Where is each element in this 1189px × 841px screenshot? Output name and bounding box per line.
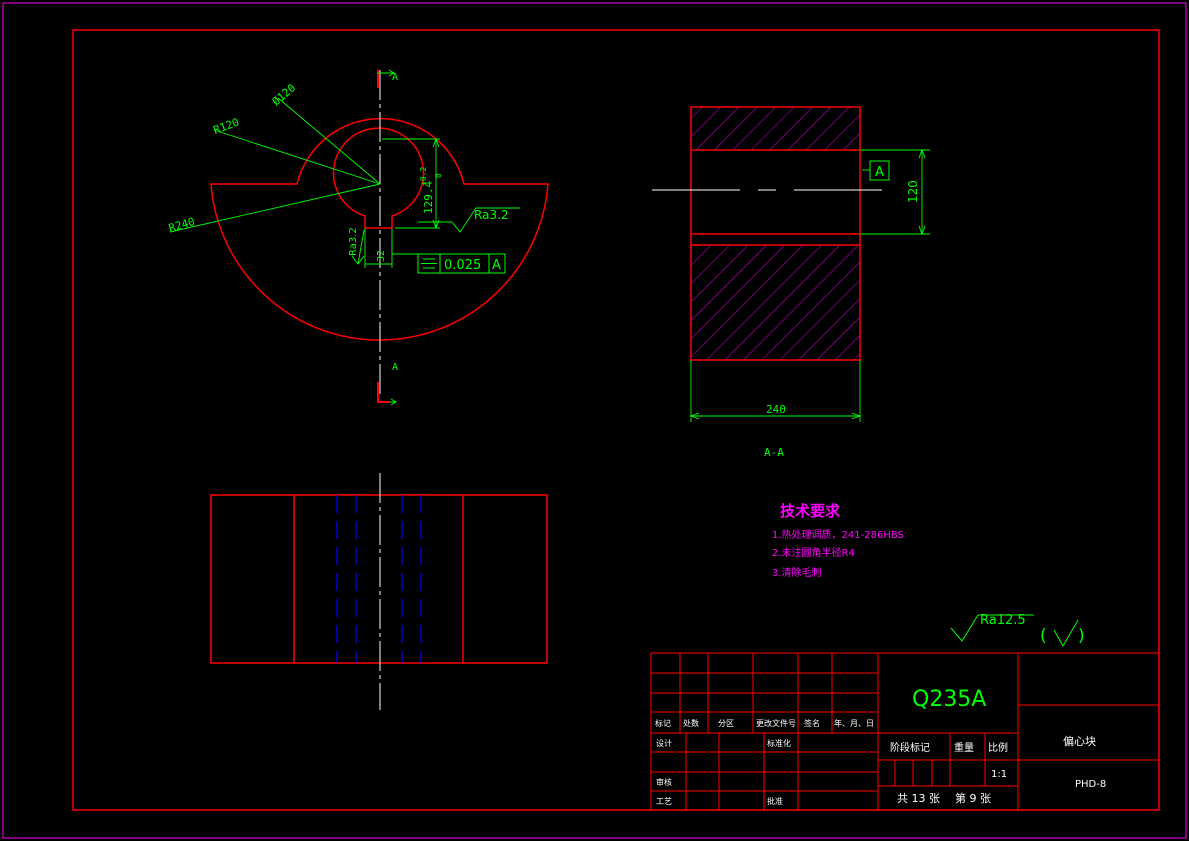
- top-view: [210, 473, 548, 710]
- front-view-keyway-bore: [332, 127, 425, 229]
- symmetry-icon: [421, 258, 437, 269]
- general-roughness: Ra12.5 ( ): [950, 613, 1085, 648]
- roughness-paren-open: (: [1040, 626, 1047, 646]
- section-label-bottom: A: [392, 362, 398, 373]
- symmetry-tolerance-frame: [417, 253, 506, 274]
- tb-sheet-no: 第 9 张: [955, 791, 991, 805]
- tb-process: 工艺: [656, 797, 672, 806]
- tb-weight: 重量: [954, 741, 974, 754]
- tb-designer: 设计: [656, 738, 672, 748]
- title-block: [650, 652, 1160, 811]
- roughness-check-icon: [1053, 619, 1079, 648]
- tb-scale-value: 1:1: [991, 769, 1007, 780]
- dim-phi120: Ø120: [270, 81, 299, 108]
- tech-req-item-1: 1.热处理调质，241-286HBS: [772, 528, 904, 541]
- top-view-outline: [210, 494, 548, 664]
- dim-129-tol-lower: 0: [434, 173, 443, 178]
- roughness-ra32-right: Ra3.2: [474, 208, 509, 222]
- dim-r240: R240: [167, 215, 196, 235]
- tb-hdr-doc: 更改文件号: [756, 718, 796, 728]
- tb-hdr-zone: 分区: [718, 719, 734, 728]
- front-view: A A Ø120 R120 R240 129.4 +0.2 0 Ra3.2 Ra…: [167, 69, 549, 406]
- tb-hdr-sign: 签名: [804, 718, 820, 728]
- section-mark-bottom-arrow: [390, 398, 397, 406]
- tech-req-title: 技术要求: [780, 502, 841, 520]
- section-hatch-top: [691, 107, 860, 150]
- dim-arrow-129-top: [432, 137, 440, 148]
- roughness-ra32-left: Ra3.2: [348, 227, 359, 256]
- top-view-hidden-lines: [336, 495, 422, 663]
- tb-hdr-mark: 标记: [655, 718, 671, 728]
- title-block-material: Q235A: [912, 687, 986, 712]
- section-label-top: A: [392, 72, 398, 83]
- tech-req-item-3: 3.清除毛刺: [772, 566, 822, 579]
- tech-req-item-2: 2.未注圆角半径R4: [772, 546, 855, 559]
- dim-arrow-129-bottom: [432, 219, 440, 230]
- tb-review: 审核: [656, 777, 672, 787]
- section-view: A 120 240 A-A: [652, 106, 930, 459]
- section-title: A-A: [764, 446, 784, 459]
- front-view-outline: [210, 117, 549, 341]
- symmetry-tolerance-value: 0.025: [444, 258, 481, 273]
- roughness-symbol-left: [351, 229, 365, 265]
- leader-phi120: [277, 97, 381, 185]
- roughness-ra125: Ra12.5: [980, 613, 1026, 628]
- section-mark-top-arrow: [378, 69, 395, 77]
- tb-scale: 比例: [988, 741, 1008, 754]
- roughness-paren-close: ): [1078, 626, 1085, 646]
- roughness-symbol-right: [451, 207, 520, 233]
- tb-standard: 标准化: [767, 738, 791, 748]
- datum-a-box: [869, 160, 890, 181]
- dim-120: 120: [906, 180, 920, 203]
- title-block-part-name: 偏心块: [1063, 734, 1096, 748]
- section-hatch-bottom: [691, 245, 860, 360]
- tb-stage: 阶段标记: [890, 741, 930, 754]
- title-block-drawing-no: PHD-8: [1075, 779, 1106, 790]
- dim-arrow-120: [918, 148, 926, 236]
- dim-129-tol-upper: +0.2: [419, 167, 428, 186]
- tb-approve: 批准: [767, 796, 783, 806]
- leader-r240: [169, 183, 381, 233]
- tb-hdr-count: 处数: [683, 718, 699, 728]
- tb-sheets-total: 共 13 张: [897, 792, 940, 805]
- datum-a-label: A: [875, 165, 884, 180]
- symmetry-datum: A: [492, 258, 501, 273]
- dim-arrow-240: [689, 412, 862, 420]
- tb-hdr-date: 年、月、日: [834, 718, 874, 728]
- technical-requirements: 技术要求 1.热处理调质，241-286HBS 2.未注圆角半径R4 3.清除毛…: [772, 502, 904, 579]
- roughness-symbol-general: [950, 614, 1034, 642]
- leader-r120: [213, 129, 381, 185]
- sheet-inner-frame: [72, 29, 1160, 811]
- section-mark-bottom: [377, 382, 390, 403]
- dim-key-width: 32: [376, 250, 387, 262]
- dim-129: 129.4: [422, 181, 435, 214]
- dim-240: 240: [766, 403, 786, 416]
